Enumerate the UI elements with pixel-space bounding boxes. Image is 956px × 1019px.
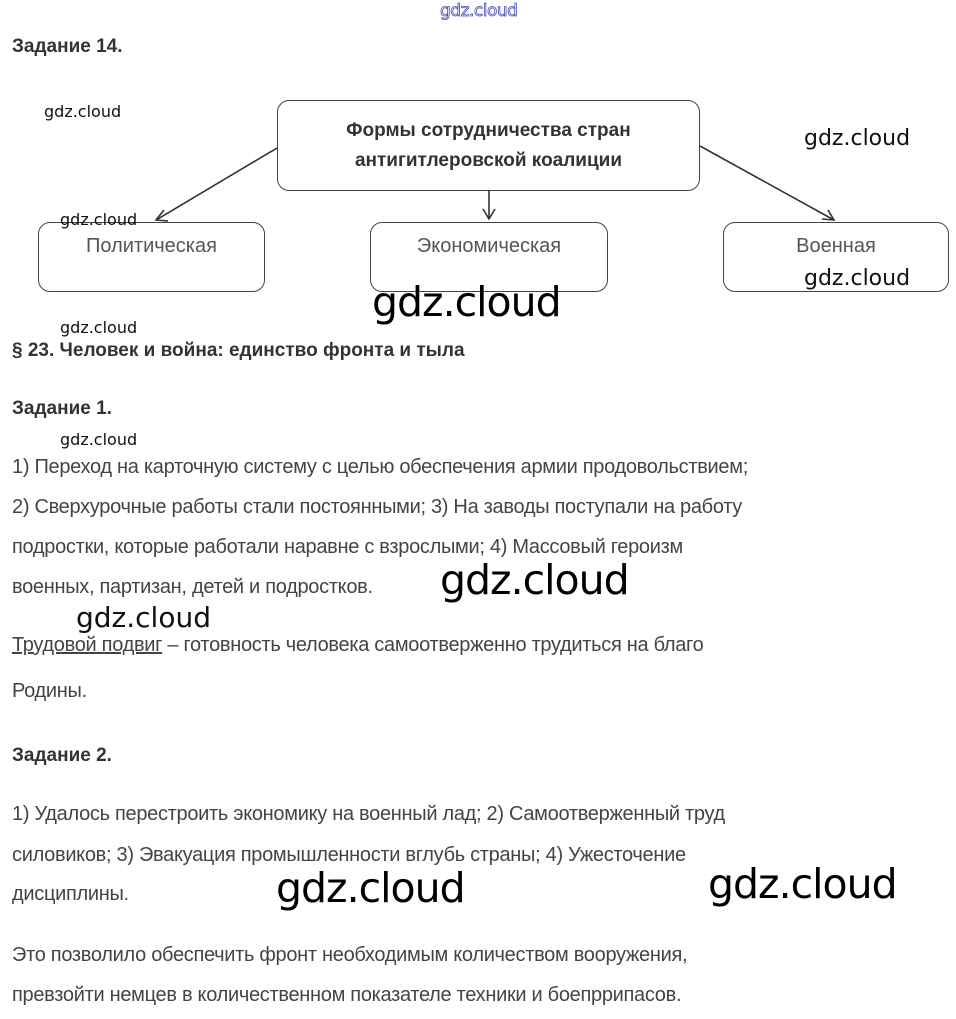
watermark: gdz.cloud bbox=[708, 860, 898, 908]
definition-line: Трудовой подвиг – готовность человека са… bbox=[12, 634, 704, 657]
task-14-heading: Задание 14. bbox=[12, 36, 123, 57]
diagram-box-economic: Экономическая bbox=[370, 222, 608, 292]
arrowhead-military bbox=[821, 209, 836, 221]
section-title: § 23. Человек и война: единство фронта и… bbox=[12, 340, 465, 361]
arrow-to-military bbox=[699, 145, 835, 221]
watermark: gdz.cloud bbox=[372, 278, 562, 326]
task-1-line: 2) Сверхурочные работы стали постоянными… bbox=[12, 496, 743, 518]
diagram-box-political: Политическая bbox=[38, 222, 265, 292]
watermark: gdz.cloud bbox=[76, 601, 211, 634]
watermark-top: gdz.cloud bbox=[440, 1, 519, 22]
task-2-heading: Задание 2. bbox=[12, 745, 112, 766]
task-1-heading: Задание 1. bbox=[12, 398, 112, 419]
watermark: gdz.cloud bbox=[60, 430, 138, 449]
task-2-conclusion: Это позволило обеспечить фронт необходим… bbox=[12, 944, 688, 966]
arrowhead-political bbox=[154, 209, 169, 222]
diagram-root-box: Формы сотрудничества стран антигитлеровс… bbox=[277, 100, 700, 191]
diagram-root-line-2: антигитлеровской коалиции bbox=[354, 149, 623, 171]
watermark: gdz.cloud bbox=[276, 864, 466, 912]
task-2-conclusion: превзойти немцев в количественном показа… bbox=[12, 984, 682, 1006]
watermark: gdz.cloud bbox=[804, 126, 911, 151]
watermark: gdz.cloud bbox=[804, 266, 911, 291]
diagram-label-military: Военная bbox=[796, 235, 876, 257]
watermark: gdz.cloud bbox=[440, 556, 630, 604]
watermark: gdz.cloud bbox=[44, 102, 122, 121]
task-1-line: военных, партизан, детей и подростков. bbox=[12, 576, 373, 598]
diagram-box-military: Военная bbox=[723, 222, 949, 292]
diagram-arrows bbox=[154, 145, 836, 222]
task-1-line: 1) Переход на карточную систему с целью … bbox=[12, 456, 748, 478]
diagram-root-line-1: Формы сотрудничества стран bbox=[346, 119, 631, 141]
task-2-line: дисциплины. bbox=[12, 883, 129, 905]
task-1-line: подростки, которые работали наравне с вз… bbox=[12, 536, 683, 558]
task-2-line: 1) Удалось перестроить экономику на воен… bbox=[12, 803, 725, 825]
arrow-to-political bbox=[155, 147, 278, 221]
watermark: gdz.cloud bbox=[60, 318, 138, 337]
task-2-line: силовиков; 3) Эвакуация промышленности в… bbox=[12, 844, 686, 866]
definition-text: – готовность человека самоотверженно тру… bbox=[162, 634, 704, 656]
watermark: gdz.cloud bbox=[60, 210, 138, 229]
definition-line-2: Родины. bbox=[12, 680, 87, 702]
diagram-label-economic: Экономическая bbox=[416, 235, 562, 257]
arrowhead-economic bbox=[482, 208, 496, 221]
definition-term: Трудовой подвиг bbox=[12, 634, 163, 656]
diagram-label-political: Политическая bbox=[86, 235, 217, 257]
